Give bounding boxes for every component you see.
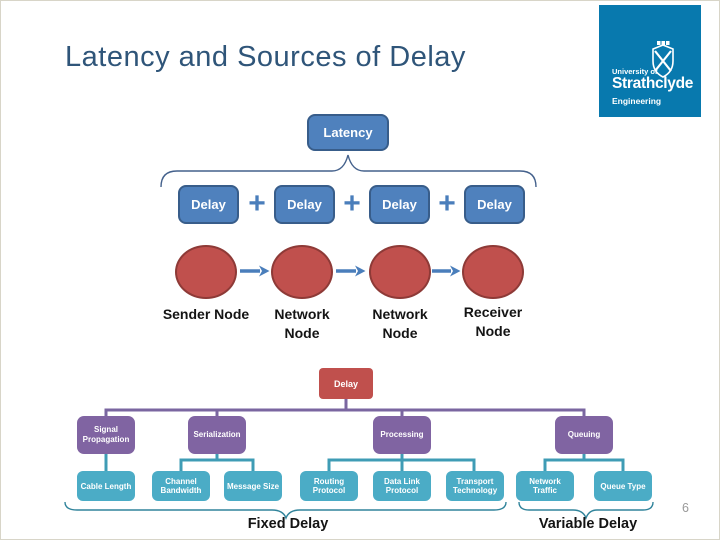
latency-brace [160,154,537,188]
logo-university-text: University of [612,67,658,76]
latency-box: Latency [307,114,389,151]
strathclyde-crest-icon [652,41,674,78]
tree-box-processing: Processing [373,416,431,454]
tree-connector-level3 [104,453,625,471]
plus-operator-3: + [438,187,456,220]
node-arrow-2 [336,265,366,277]
delay-sum-box-4: Delay [464,185,525,224]
receiver-node-label: Receiver Node [463,304,523,339]
network-node-label-2: Network Node [372,306,428,341]
delay-sum-box-2: Delay [274,185,335,224]
tree-box-routing-protocol: Routing Protocol [300,471,358,501]
plus-operator-2: + [343,187,361,220]
delay-sum-box-3: Delay [369,185,430,224]
tree-box-queuing: Queuing [555,416,613,454]
node-arrow-1 [240,265,270,277]
tree-root-delay-box: Delay [319,368,373,399]
logo-name-text: Strathclyde [612,75,694,92]
tree-box-transport-technology: Transport Technology [446,471,504,501]
node-arrow-3 [432,265,461,277]
receiver-node-circle [462,245,524,299]
tree-box-network-traffic: Network Traffic [516,471,574,501]
fixed-delay-label: Fixed Delay [247,516,329,532]
tree-box-message-size: Message Size [224,471,282,501]
logo-department-text: Engineering [612,96,662,106]
tree-connector-level2 [104,398,586,417]
network-node-circle-2 [369,245,431,299]
tree-box-signal-propagation: Signal Propagation [77,416,135,454]
variable-delay-label: Variable Delay [538,516,638,532]
tree-box-data-link-protocol: Data Link Protocol [373,471,431,501]
sender-node-label: Sender Node [162,306,250,322]
strathclyde-logo: University of Strathclyde Engineering [599,5,701,117]
tree-box-serialization: Serialization [188,416,246,454]
network-node-circle-1 [271,245,333,299]
plus-operator-1: + [248,187,266,220]
delay-sum-box-1: Delay [178,185,239,224]
tree-box-cable-length: Cable Length [77,471,135,501]
tree-box-queue-type: Queue Type [594,471,652,501]
network-node-label-1: Network Node [274,306,330,341]
page-number: 6 [682,501,689,515]
tree-box-channel-bandwidth: Channel Bandwidth [152,471,210,501]
page-title: Latency and Sources of Delay [65,41,466,73]
sender-node-circle [175,245,237,299]
